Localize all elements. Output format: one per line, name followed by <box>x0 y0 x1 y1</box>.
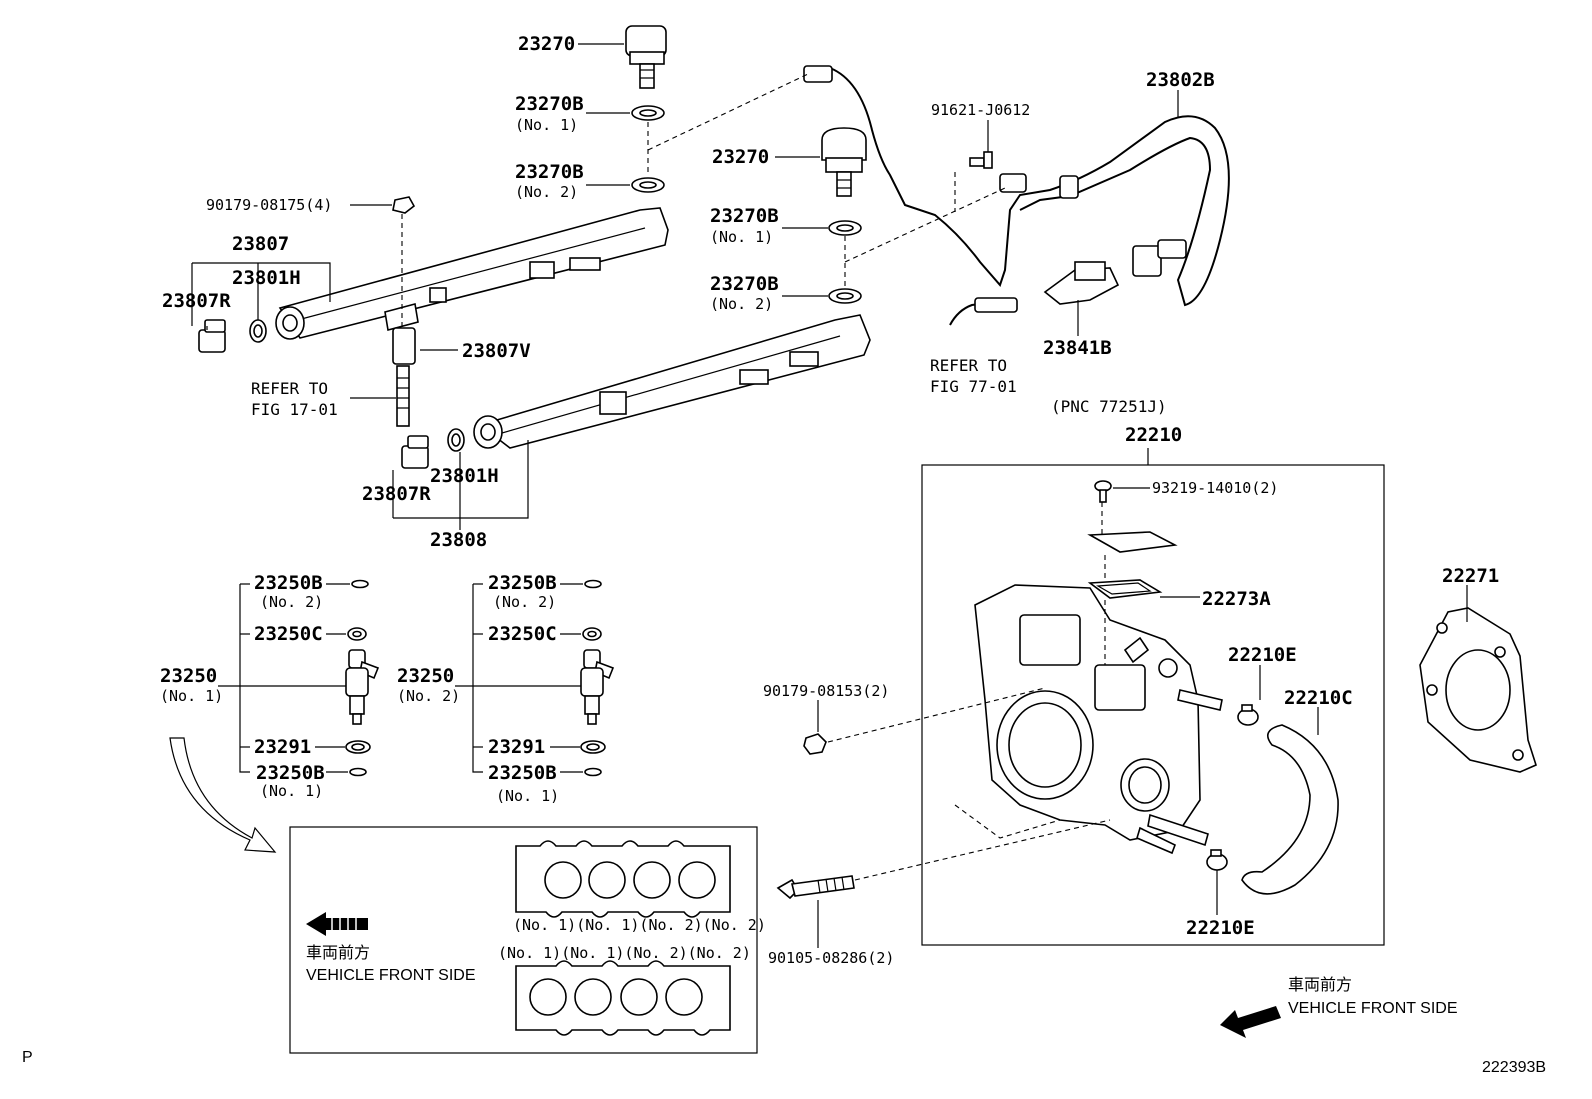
label-23841b: 23841B <box>1043 337 1112 359</box>
label-22271: 22271 <box>1442 565 1499 587</box>
label-fig-17-01: FIG 17-01 <box>251 400 338 419</box>
label-23801h-lower: 23801H <box>430 465 499 487</box>
alignment-dashes <box>401 73 1111 881</box>
nut-90179-08175 <box>392 196 416 214</box>
pressure-regulator-23270-upper <box>625 25 667 89</box>
part-labels: 23270 23270B (No. 1) 23270B (No. 2) 9017… <box>22 33 1546 1076</box>
injector-set-no2 <box>580 579 615 777</box>
bolt-90105-08286 <box>776 875 855 900</box>
label-refer-to-2: REFER TO <box>930 356 1007 375</box>
label-ports-row-2: (No. 1)(No. 1)(No. 2)(No. 2) <box>498 944 751 962</box>
label-23807r-lower: 23807R <box>362 483 431 505</box>
label-90179-08153: 90179-08153(2) <box>763 682 889 700</box>
label-23270b-no1-lower: 23270B <box>710 205 779 227</box>
connector-23841b <box>1043 261 1120 305</box>
fuel-pipe-plug-23807r-lower <box>401 435 429 469</box>
fuel-rail-lower <box>473 314 871 449</box>
label-23270-upper: 23270 <box>518 33 575 55</box>
label-23270b-no1-upper-sub: (No. 1) <box>515 116 578 134</box>
water-hose-22210c <box>1241 724 1339 895</box>
label-figure-code: 222393B <box>1482 1059 1546 1076</box>
label-inj1-23250: 23250 <box>160 665 217 687</box>
nut-90179-08153 <box>803 733 827 755</box>
oring-23270b-no1-upper <box>631 105 665 121</box>
label-22210c: 22210C <box>1284 687 1353 709</box>
front-direction-arrow-right <box>1220 1006 1281 1038</box>
throttle-body-22210 <box>974 584 1223 855</box>
label-fig-77-01: FIG 77-01 <box>930 377 1017 396</box>
label-inj2-23250-sub: (No. 2) <box>397 687 460 705</box>
fuel-pipe-plug-23807r-upper <box>198 319 226 353</box>
delivery-pipe-spacer-23807v <box>392 327 416 427</box>
label-inj2-23250b-no2: 23250B <box>488 572 557 594</box>
label-front-en-left: VEHICLE FRONT SIDE <box>306 967 476 984</box>
label-23807: 23807 <box>232 233 289 255</box>
label-inj1-23250b-no2-sub: (No. 2) <box>260 593 323 611</box>
label-22210: 22210 <box>1125 424 1182 446</box>
screw-93219-14010 <box>1094 480 1112 503</box>
hose-clamp-22210e-upper <box>1237 704 1259 726</box>
label-inj1-23291: 23291 <box>254 736 311 758</box>
label-22273a: 22273A <box>1202 588 1271 610</box>
bolt-91621-j0612 <box>969 151 993 169</box>
label-pnc: (PNC 77251J) <box>1051 397 1167 416</box>
label-inj2-23250b-no1-sub: (No. 1) <box>496 787 559 805</box>
quick-connector <box>1132 239 1187 277</box>
label-inj1-23250b-no2: 23250B <box>254 572 323 594</box>
injector-set-no1 <box>345 579 380 777</box>
oring-23270b-no1-lower <box>828 220 862 236</box>
oring-23801h-upper <box>249 319 267 343</box>
port-layout-box <box>289 826 758 1054</box>
label-23270b-no2-upper: 23270B <box>515 161 584 183</box>
oring-23801h-lower <box>447 428 465 452</box>
gasket-22271 <box>1419 607 1537 773</box>
label-front-jp-left: 車両前方 <box>306 944 370 962</box>
label-refer-to-1: REFER TO <box>251 379 328 398</box>
label-90179-08175: 90179-08175(4) <box>206 196 332 214</box>
label-23270b-no1-lower-sub: (No. 1) <box>710 228 773 246</box>
front-direction-arrow-left <box>306 912 368 936</box>
label-90105-08286: 90105-08286(2) <box>768 949 894 967</box>
label-inj1-23250b-no1-sub: (No. 1) <box>260 782 323 800</box>
label-23270b-no2-lower-sub: (No. 2) <box>710 295 773 313</box>
label-inj1-23250b-no1: 23250B <box>256 762 325 784</box>
label-inj2-23250: 23250 <box>397 665 454 687</box>
label-93219-14010: 93219-14010(2) <box>1152 479 1278 497</box>
label-23808: 23808 <box>430 529 487 551</box>
label-91621-j0612: 91621-J0612 <box>931 101 1030 119</box>
label-inj2-23250c: 23250C <box>488 623 557 645</box>
label-inj2-23250b-no1: 23250B <box>488 762 557 784</box>
label-inj2-23250b-no2-sub: (No. 2) <box>493 593 556 611</box>
label-inj1-23250-sub: (No. 1) <box>160 687 223 705</box>
label-inj2-23291: 23291 <box>488 736 545 758</box>
throttle-body-box <box>921 464 1385 946</box>
label-22210e-upper: 22210E <box>1228 644 1297 666</box>
label-23807r-upper: 23807R <box>162 290 231 312</box>
label-23807v: 23807V <box>462 340 531 362</box>
oring-23270b-no2-upper <box>631 177 665 193</box>
label-23802b: 23802B <box>1146 69 1215 91</box>
label-front-en-right: VEHICLE FRONT SIDE <box>1288 1000 1458 1017</box>
label-23801h-upper: 23801H <box>232 267 301 289</box>
fuel-tube-23802b <box>803 65 1230 307</box>
label-23270-lower: 23270 <box>712 146 769 168</box>
fuel-rail-upper <box>275 207 669 340</box>
label-corner-p: P <box>22 1049 33 1066</box>
label-23270b-no1-upper: 23270B <box>515 93 584 115</box>
label-front-jp-right: 車両前方 <box>1288 976 1352 994</box>
oring-23270b-no2-lower <box>828 288 862 304</box>
curved-pointer-arrow <box>169 737 277 853</box>
cover-plate <box>1087 531 1178 553</box>
label-inj1-23250c: 23250C <box>254 623 323 645</box>
label-ports-row-1: (No. 1)(No. 1)(No. 2)(No. 2) <box>513 916 766 934</box>
hose-clamp-22210e-lower <box>1206 849 1228 871</box>
leader-lines <box>191 43 1468 948</box>
fuel-hose-end <box>949 297 1018 326</box>
label-23270b-no2-upper-sub: (No. 2) <box>515 183 578 201</box>
gasket-22273a <box>1087 579 1163 599</box>
label-23270b-no2-lower: 23270B <box>710 273 779 295</box>
label-22210e-lower: 22210E <box>1186 917 1255 939</box>
pressure-regulator-23270-lower <box>821 127 867 197</box>
